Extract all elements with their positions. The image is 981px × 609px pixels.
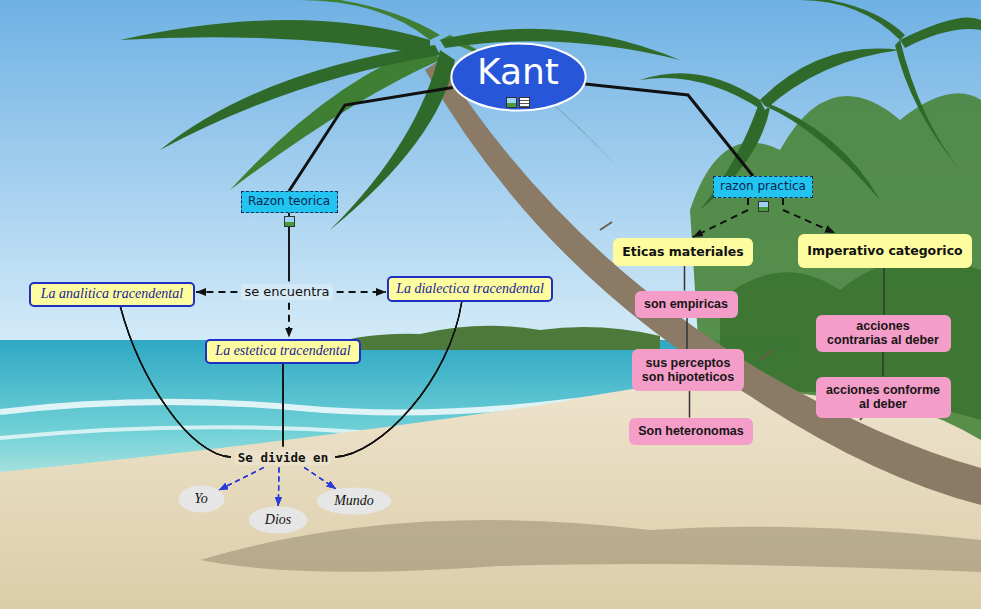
node-text: La dialectica tracendental bbox=[396, 281, 544, 296]
connector-line bbox=[288, 303, 290, 338]
connector-line bbox=[304, 468, 336, 489]
node-text: sus perceptos son hipoteticos bbox=[639, 356, 737, 385]
connector bbox=[289, 88, 453, 191]
connector-line bbox=[304, 468, 336, 489]
node-text: Yo bbox=[194, 491, 208, 506]
detail-box: son empiricas bbox=[635, 291, 738, 318]
connector-line bbox=[278, 468, 280, 507]
branch-box: razon practica bbox=[713, 176, 813, 198]
connector-line bbox=[282, 364, 283, 447]
detail-box: acciones conforme al deber bbox=[816, 377, 951, 418]
connector-line bbox=[882, 352, 884, 377]
node-text: razon practica bbox=[720, 180, 806, 193]
linking-phrase: Se divide en bbox=[235, 450, 331, 465]
connector bbox=[219, 364, 283, 491]
node-text: Imperativo categorico bbox=[807, 244, 962, 258]
connector bbox=[884, 268, 885, 315]
concept-box: Imperativo categorico bbox=[798, 234, 972, 268]
connector-line bbox=[335, 302, 462, 457]
connector bbox=[687, 318, 688, 350]
connector-line bbox=[883, 268, 885, 315]
connector bbox=[684, 266, 685, 291]
connector-line bbox=[282, 364, 283, 447]
node-text: La estetica tracendental bbox=[215, 343, 350, 358]
node-text: son empiricas bbox=[644, 297, 728, 311]
connector bbox=[120, 307, 335, 489]
node-text: acciones conforme al deber bbox=[825, 383, 942, 412]
connector-line bbox=[304, 468, 336, 489]
node-text: acciones contrarias al deber bbox=[825, 319, 942, 348]
node-text: Kant bbox=[477, 54, 559, 90]
connector bbox=[219, 302, 462, 490]
connector-line bbox=[282, 364, 283, 447]
node-text: Razon teorica bbox=[248, 195, 330, 208]
ellipse-fill bbox=[178, 486, 224, 513]
document-icon bbox=[519, 97, 530, 108]
connector-line bbox=[219, 468, 264, 491]
image-icon bbox=[506, 97, 517, 108]
leaf-ellipse: Yo bbox=[178, 485, 225, 513]
connector-line bbox=[120, 307, 231, 458]
connector bbox=[289, 213, 386, 292]
linking-phrase: se encuentra bbox=[241, 284, 332, 300]
connector bbox=[585, 84, 753, 176]
connector-line bbox=[196, 291, 237, 293]
connector-line bbox=[120, 307, 231, 458]
ellipse-fill bbox=[317, 488, 391, 515]
image-icon bbox=[758, 201, 769, 212]
concept-box: La analitica tracendental bbox=[29, 282, 195, 307]
branch-box: Razon teorica bbox=[241, 191, 338, 213]
node-text: Eticas materiales bbox=[622, 245, 743, 259]
connector-line bbox=[689, 391, 691, 418]
connector bbox=[120, 307, 279, 507]
connector-line bbox=[686, 318, 688, 350]
detail-box: sus perceptos son hipoteticos bbox=[632, 349, 744, 391]
connector bbox=[283, 364, 336, 489]
connector bbox=[783, 198, 835, 233]
connector bbox=[289, 213, 290, 338]
root-ellipse: Kant bbox=[450, 42, 587, 112]
connector-line bbox=[278, 468, 280, 507]
connector-line bbox=[335, 302, 462, 457]
connector bbox=[278, 302, 461, 506]
connector-line bbox=[684, 266, 686, 291]
leaf-ellipse: Mundo bbox=[316, 487, 392, 515]
connector bbox=[689, 391, 690, 418]
connector-line bbox=[120, 307, 231, 458]
ellipse-fill bbox=[249, 507, 308, 534]
connector-line bbox=[219, 468, 264, 491]
node-text: Son heteronomas bbox=[638, 424, 744, 438]
connector-line bbox=[337, 291, 386, 293]
connector-line bbox=[289, 88, 453, 191]
leaf-ellipse: Dios bbox=[248, 506, 308, 534]
connector-line bbox=[585, 84, 753, 176]
connector bbox=[883, 352, 884, 377]
node-text: La analitica tracendental bbox=[41, 286, 183, 301]
detail-box: acciones contrarias al deber bbox=[816, 315, 951, 352]
concept-box: La estetica tracendental bbox=[205, 339, 361, 364]
node-text: Mundo bbox=[334, 493, 374, 508]
connector bbox=[196, 213, 289, 292]
connector-line bbox=[335, 302, 462, 457]
connector-line bbox=[278, 468, 280, 507]
node-text: Dios bbox=[265, 512, 291, 527]
concept-box: La dialectica tracendental bbox=[387, 276, 553, 302]
connector bbox=[693, 198, 748, 237]
ellipse-fill bbox=[451, 43, 585, 110]
image-icon bbox=[284, 216, 295, 227]
connector-line bbox=[693, 198, 748, 237]
connector bbox=[278, 364, 283, 507]
connector-line bbox=[219, 468, 264, 491]
detail-box: Son heteronomas bbox=[629, 418, 753, 445]
connector-line bbox=[783, 198, 835, 233]
concept-box: Eticas materiales bbox=[613, 238, 753, 266]
